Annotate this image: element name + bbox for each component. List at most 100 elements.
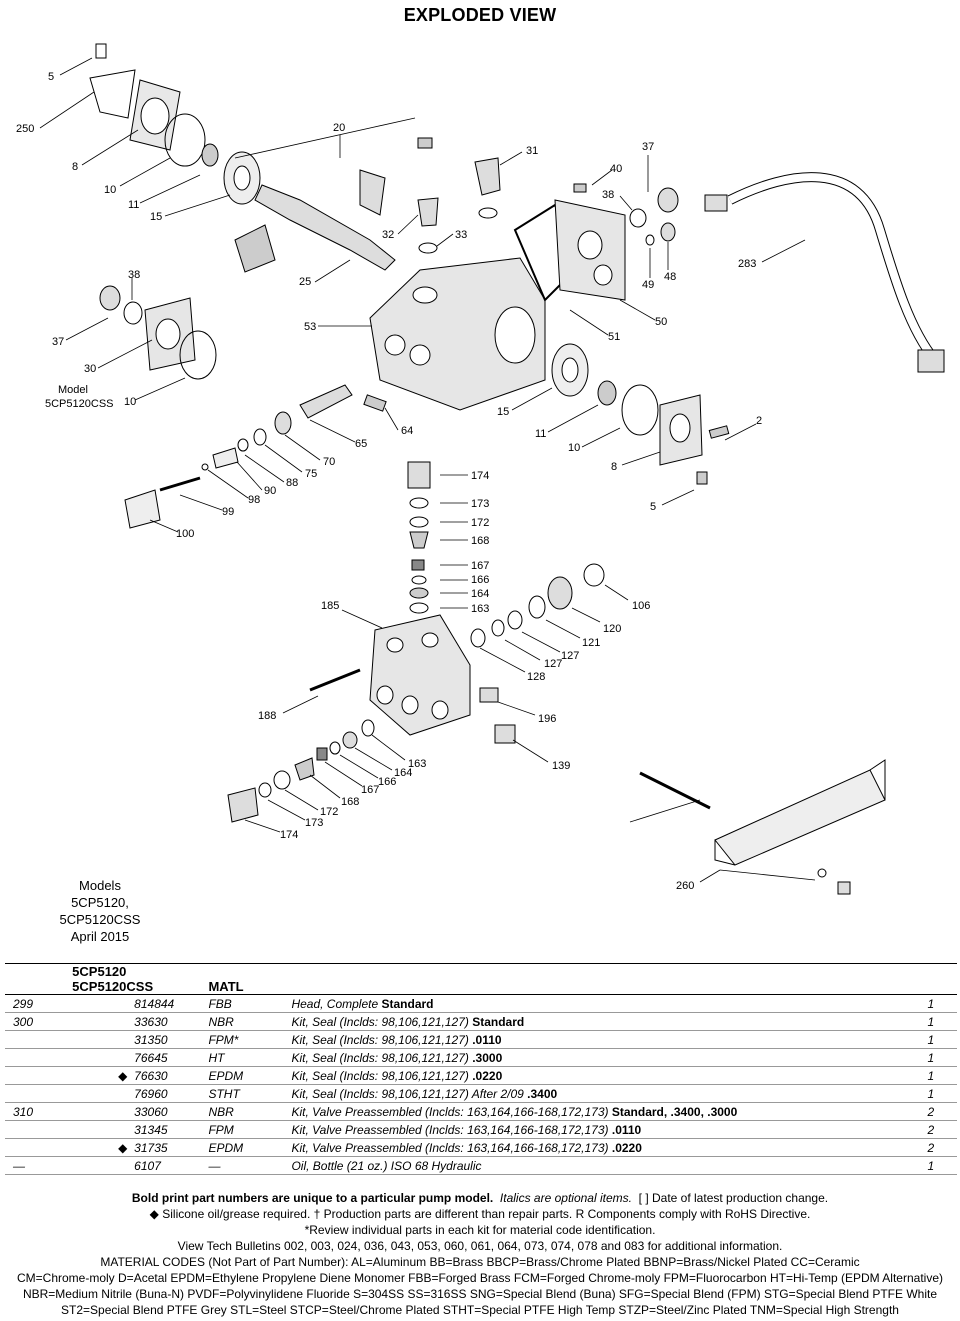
footnotes: Bold print part numbers are unique to a … (0, 1190, 960, 1318)
callout-label: 20 (333, 122, 345, 134)
description-cell: Kit, Seal (Inclds: 98,106,121,127) After… (291, 1084, 928, 1103)
part-number-cell: 76645 (72, 1048, 209, 1067)
callout-label: 5 (650, 501, 656, 513)
diamond-icon: ◆ (118, 1069, 128, 1083)
part-number-cell: 31345 (72, 1120, 209, 1139)
footnote-line8: ST2=Special Blend PTFE Grey STL=Steel ST… (61, 1303, 899, 1317)
bearing-cover-part (89, 43, 261, 205)
callout-label: 8 (72, 161, 78, 173)
callout-label: 48 (664, 271, 676, 283)
callout-label: 50 (655, 316, 667, 328)
part-number-cell: 814844 (72, 994, 209, 1013)
diamond-icon: ◆ (118, 1141, 128, 1155)
material-cell: NBR (208, 1102, 292, 1121)
callout-label: 121 (582, 637, 600, 649)
exploded-view-diagram: 5 250 8 10 11 15 20 25 38 37 30 10 31 32… (16, 43, 945, 895)
callout-label: 2 (756, 415, 762, 427)
callout-label: 51 (608, 331, 620, 343)
callout-label: 31 (526, 145, 538, 157)
callout-label: 40 (610, 163, 622, 175)
callout-label: 99 (222, 506, 234, 518)
part-number-cell: ◆76630 (72, 1066, 209, 1085)
valve-stack-part (407, 461, 431, 614)
callout-label: 75 (305, 468, 317, 480)
description-cell: Kit, Valve Preassembled (Inclds: 163,164… (291, 1102, 928, 1121)
material-cell: FBB (208, 994, 292, 1013)
callout-label: 172 (471, 517, 489, 529)
description-cell: Kit, Valve Preassembled (Inclds: 163,164… (291, 1138, 928, 1157)
footnote-line3: *Review individual parts in each kit for… (304, 1223, 656, 1237)
description-cell: Kit, Seal (Inclds: 98,106,121,127) .0110 (291, 1030, 928, 1049)
quantity-cell: 1 (927, 1048, 957, 1067)
callout-label: 10 (568, 442, 580, 454)
callout-label: 167 (471, 560, 489, 572)
callout-label: 37 (52, 336, 64, 348)
callout-label: 15 (150, 211, 162, 223)
callout-label: 8 (611, 461, 617, 473)
models-note: Models 5CP5120, 5CP5120CSS April 2015 (30, 877, 170, 945)
right-bearing-part (551, 343, 730, 485)
material-cell: STHT (208, 1084, 292, 1103)
callout-label: 30 (84, 363, 96, 375)
page-title: EXPLODED VIEW (403, 5, 557, 25)
callout-label: 167 (361, 784, 379, 796)
callout-label: 11 (128, 199, 139, 211)
ref-cell (5, 1030, 73, 1049)
callout-label: 127 (561, 650, 579, 662)
models-note-line2: 5CP5120, 5CP5120CSS (59, 895, 141, 927)
crankcase-part (369, 257, 546, 411)
ref-cell: — (5, 1156, 73, 1175)
callout-label: 166 (378, 776, 396, 788)
description-cell: Kit, Valve Preassembled (Inclds: 163,164… (291, 1120, 928, 1139)
matl-column-header: MATL (208, 979, 244, 994)
part-number-cell: 31350 (72, 1030, 209, 1049)
callout-label: 64 (401, 425, 413, 437)
callout-label: 106 (632, 600, 650, 612)
material-cell: — (208, 1156, 292, 1175)
part-number-cell: 33060 (72, 1102, 209, 1121)
callout-label: 37 (642, 141, 654, 153)
ref-cell (5, 1048, 73, 1067)
part-number-cell: 6107 (72, 1156, 209, 1175)
crankshaft-part (234, 137, 433, 273)
alt-bearing-cover-part (99, 285, 217, 380)
callout-labels: 5 250 8 10 11 15 20 25 38 37 30 10 31 32… (16, 71, 762, 892)
footnote-line4: View Tech Bulletins 002, 003, 024, 036, … (177, 1239, 783, 1253)
quantity-cell: 2 (927, 1102, 957, 1121)
callout-label: 188 (258, 710, 276, 722)
callout-label: 98 (248, 494, 260, 506)
callout-label: 25 (299, 276, 311, 288)
callout-label: 128 (527, 671, 545, 683)
callout-label: 173 (305, 817, 323, 829)
callout-label: 164 (471, 588, 489, 600)
callout-label: 173 (471, 498, 489, 510)
callout-label: 100 (176, 528, 194, 540)
hose-part (704, 172, 945, 373)
footnote-line1: Bold print part numbers are unique to a … (131, 1191, 829, 1205)
description-cell: Oil, Bottle (21 oz.) ISO 68 Hydraulic (291, 1156, 928, 1175)
ref-cell (5, 1120, 73, 1139)
model-label-line2: 5CP5120CSS (45, 398, 114, 410)
quantity-cell: 1 (927, 1066, 957, 1085)
callout-label: 38 (128, 269, 140, 281)
ref-cell: 299 (5, 994, 73, 1013)
ref-cell: 300 (5, 1012, 73, 1031)
callout-label: 5 (48, 71, 54, 83)
description-cell: Kit, Seal (Inclds: 98,106,121,127) Stand… (291, 1012, 928, 1031)
description-cell: Head, Complete Standard (291, 994, 928, 1013)
plunger-part (124, 384, 387, 529)
footnote-line5: MATERIAL CODES (Not Part of Part Number)… (100, 1255, 860, 1269)
right-seals-part (470, 563, 605, 648)
callout-label: 174 (280, 829, 298, 841)
model-label-line1: Model (58, 384, 88, 396)
material-cell: EPDM (208, 1138, 292, 1157)
